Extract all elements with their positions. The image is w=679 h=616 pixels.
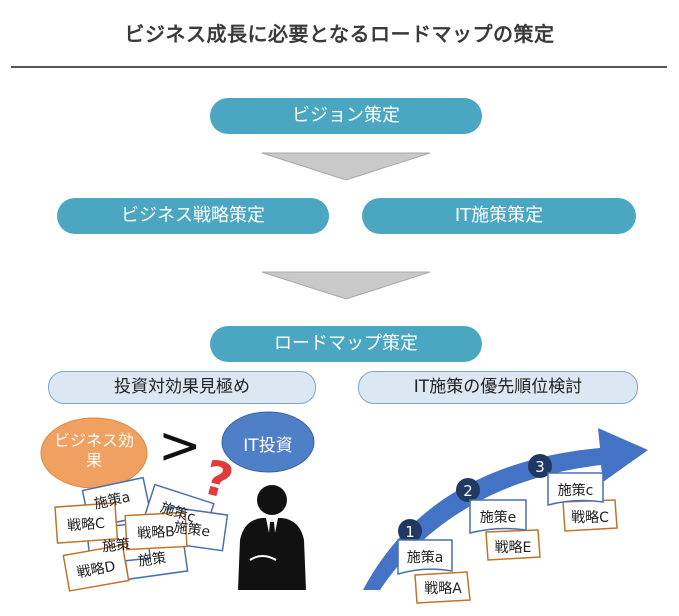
step-number-badge	[398, 519, 422, 543]
business-effect-label: ビジネス効果	[53, 431, 134, 470]
step-strategy-label: 戦略E	[494, 540, 532, 556]
page-title: ビジネス成長に必要となるロードマップの策定	[124, 22, 555, 46]
it-policy-pill: IT施策策定	[362, 198, 636, 234]
strategy-label: 戦略B	[136, 524, 176, 542]
strategy-label: 戦略C	[66, 515, 106, 535]
strategy-doc	[62, 544, 130, 592]
roadmap-pill: ロードマップ策定	[210, 326, 482, 362]
it-investment-label: IT投資	[243, 436, 293, 456]
step-measure-label: 施策e	[479, 510, 517, 526]
person-icon	[238, 485, 306, 590]
step-measure-label: 施策c	[557, 483, 594, 499]
step-number: 1	[405, 523, 415, 541]
strategy-doc	[414, 571, 471, 604]
measure-doc	[469, 499, 527, 534]
down-arrow-icon	[261, 152, 431, 181]
priority-heading: IT施策の優先順位検討	[358, 371, 638, 404]
step-number: 3	[535, 458, 545, 476]
priority-arrow	[363, 428, 648, 590]
strategy-doc	[124, 511, 188, 551]
step-number: 2	[463, 482, 473, 500]
strategy-doc	[485, 529, 541, 561]
measure-doc	[397, 539, 453, 576]
down-arrow-icon	[261, 271, 431, 300]
vision-pill: ビジョン策定	[210, 98, 482, 134]
step-strategy-label: 戦略C	[571, 510, 609, 526]
step-measure-label: 施策a	[406, 550, 444, 566]
greater-than-sign: >	[158, 416, 202, 476]
it-investment-bubble	[221, 411, 315, 473]
strategy-doc	[54, 502, 119, 544]
business-strategy-pill: ビジネス戦略策定	[57, 198, 329, 234]
roi-heading: 投資対効果見極め	[48, 371, 316, 404]
step-number-badge	[456, 478, 480, 502]
step-strategy-label: 戦略A	[424, 581, 462, 597]
title-divider	[11, 66, 667, 68]
measure-doc	[547, 472, 604, 506]
step-number-badge	[528, 454, 552, 478]
document-pile	[54, 476, 229, 592]
